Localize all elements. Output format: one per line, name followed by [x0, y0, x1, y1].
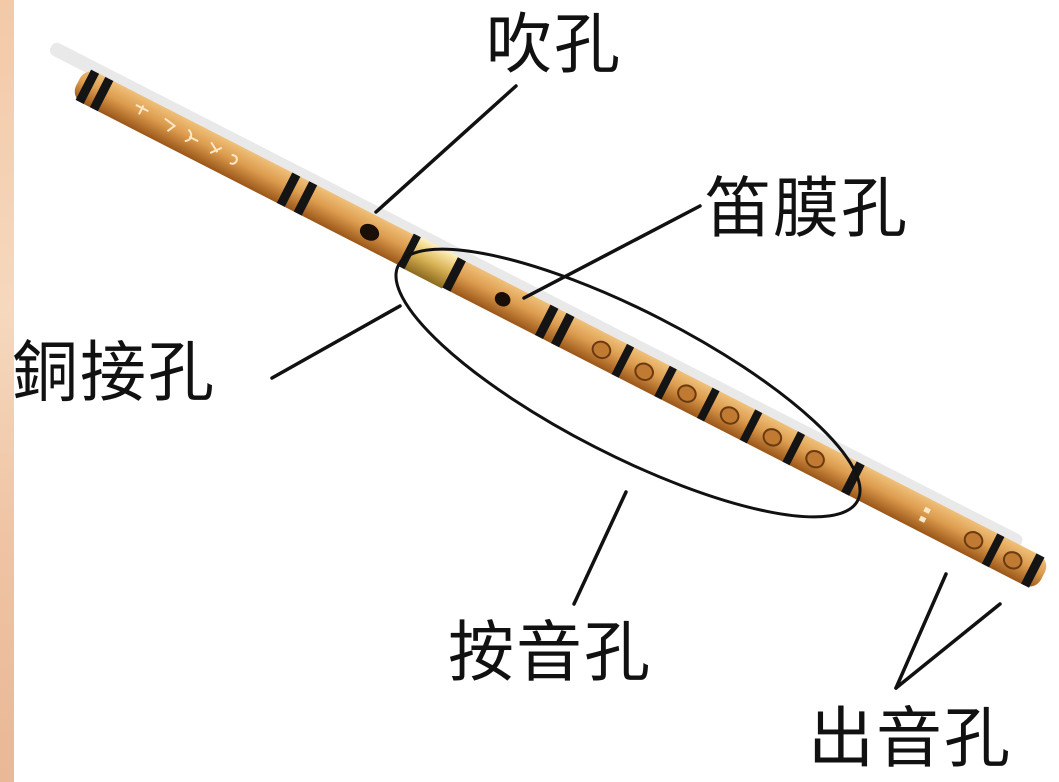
band — [293, 181, 318, 216]
flute — [49, 42, 1047, 588]
end-band — [75, 69, 100, 104]
band — [534, 304, 559, 340]
blow-hole — [359, 223, 380, 241]
leader-lines — [270, 84, 1002, 690]
blow-hole-leader — [374, 84, 518, 214]
end-band — [89, 76, 114, 112]
left-edge-decoration — [0, 0, 14, 782]
sound-hole — [1002, 551, 1023, 570]
band — [442, 257, 466, 292]
sound-hole-leader-1 — [894, 572, 948, 690]
membrane-hole — [494, 292, 511, 307]
band — [550, 312, 575, 348]
sound-hole-leader-2 — [894, 602, 1002, 690]
sound-hole — [963, 531, 984, 550]
flute-shadow — [49, 42, 1023, 548]
band — [276, 172, 301, 207]
band — [981, 533, 1005, 568]
finger-holes-label: 按音孔 — [448, 614, 652, 691]
membrane-hole-label: 笛膜孔 — [705, 170, 909, 247]
copper-joint-label: 銅接孔 — [12, 334, 216, 411]
blow-hole-label: 吹孔 — [486, 6, 622, 83]
copper-joint-leader — [270, 304, 402, 380]
finger-holes-leader — [572, 490, 628, 606]
finger-holes — [591, 340, 825, 469]
membrane-hole-leader — [522, 204, 702, 300]
band — [841, 461, 865, 496]
sound-holes-label: 出音孔 — [808, 700, 1012, 777]
inscription — [135, 104, 238, 165]
finger-holes-highlight — [394, 247, 862, 519]
end-band — [1021, 553, 1045, 588]
end-inscription — [918, 506, 931, 523]
